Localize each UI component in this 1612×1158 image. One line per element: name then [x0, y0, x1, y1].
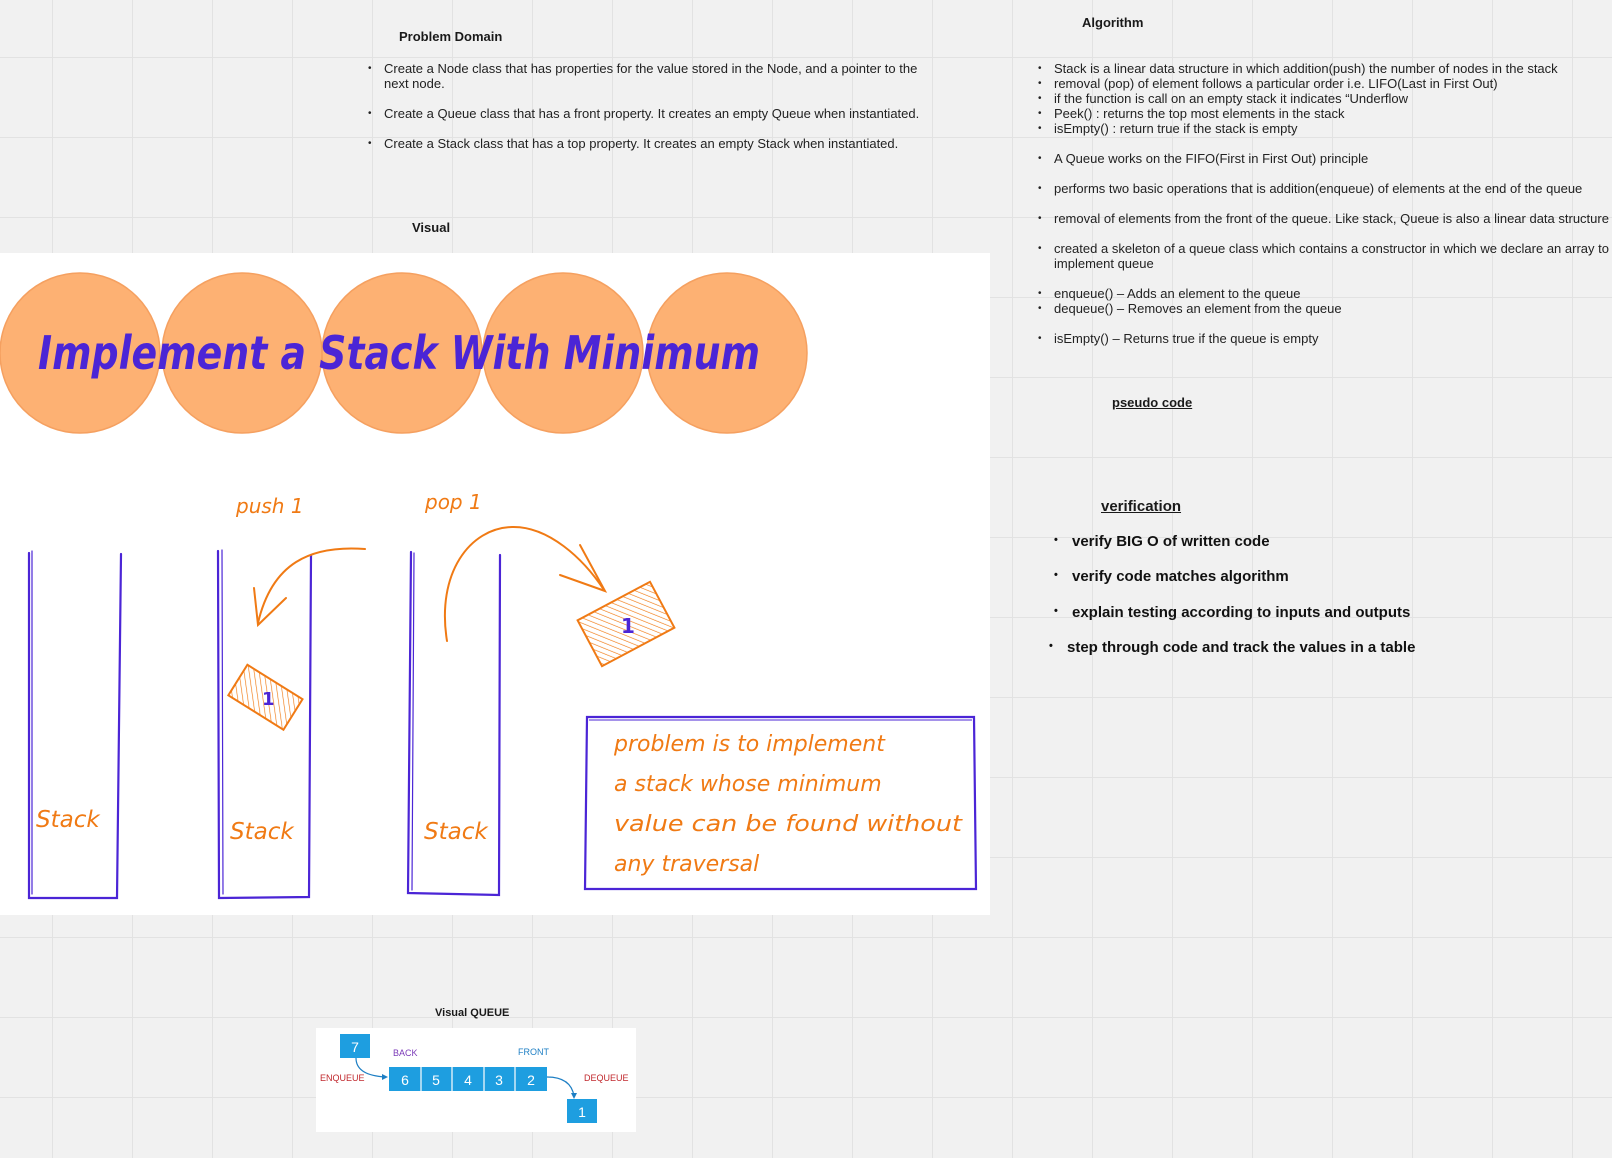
list-item: Create a Node class that has properties …: [368, 61, 928, 91]
pseudo-code-heading: pseudo code: [1112, 395, 1193, 410]
note-line: a stack whose minimum: [614, 772, 882, 797]
title-circle: [321, 272, 483, 434]
queue-incoming-value: 7: [351, 1039, 359, 1055]
queue-cell-value: 2: [527, 1072, 535, 1088]
note-line: problem is to implement: [613, 732, 886, 757]
stack-label: Stack: [230, 819, 295, 845]
stack-sketch: Implement a Stack With Minimum Stack Sta…: [0, 272, 978, 900]
stack-container: [216, 549, 313, 900]
list-item: Create a Stack class that has a top prop…: [368, 136, 928, 151]
list-item: Peek() : returns the top most elements i…: [1038, 106, 1610, 121]
list-item: removal of elements from the front of th…: [1038, 211, 1610, 226]
list-item: Create a Queue class that has a front pr…: [368, 106, 928, 121]
list-item: verify BIG O of written code: [1054, 533, 1270, 550]
stack-label: Stack: [424, 819, 489, 845]
list-item: isEmpty() – Returns true if the queue is…: [1038, 331, 1610, 346]
queue-outgoing-value: 1: [578, 1104, 586, 1120]
algorithm-heading: Algorithm: [1082, 15, 1144, 30]
list-item: created a skeleton of a queue class whic…: [1038, 241, 1610, 271]
queue-cell-value: 5: [432, 1072, 440, 1088]
algorithm-list: Stack is a linear data structure in whic…: [1038, 61, 1610, 346]
pop-label: pop 1: [424, 490, 482, 514]
list-item: if the function is call on an empty stac…: [1038, 91, 1610, 106]
queue-diagram: 7 ENQUEUE BACK FRONT DEQUEUE 6 5 4: [320, 1034, 629, 1123]
list-item: verify code matches algorithm: [1054, 568, 1289, 585]
stack-container: [27, 551, 123, 900]
list-item: dequeue() – Removes an element from the …: [1038, 301, 1610, 316]
queue-cell-value: 3: [495, 1072, 503, 1088]
list-item: removal (pop) of element follows a parti…: [1038, 76, 1610, 91]
list-item: enqueue() – Adds an element to the queue: [1038, 286, 1610, 301]
stack-label: Stack: [36, 807, 101, 833]
visual-queue-heading: Visual QUEUE: [435, 1007, 510, 1019]
queue-outgoing-cell: [567, 1099, 597, 1123]
popped-item: 1: [576, 580, 676, 668]
problem-note: problem is to implement a stack whose mi…: [583, 715, 978, 891]
title-circle: [0, 272, 161, 434]
list-item: isEmpty() : return true if the stack is …: [1038, 121, 1610, 136]
problem-domain-list: Create a Node class that has properties …: [368, 61, 928, 151]
stack-container: [406, 550, 502, 897]
visual-panel: Implement a Stack With Minimum Stack Sta…: [0, 253, 990, 915]
item-value: 1: [621, 614, 635, 638]
queue-cell-value: 6: [401, 1072, 409, 1088]
visual-title: Implement a Stack With Minimum: [38, 326, 760, 380]
queue-incoming-cell: [340, 1034, 370, 1058]
pop-arrow: [443, 525, 608, 642]
queue-cell: [421, 1067, 452, 1091]
title-circle: [646, 272, 808, 434]
queue-panel: 7 ENQUEUE BACK FRONT DEQUEUE 6 5 4: [316, 1028, 636, 1132]
enqueue-label: ENQUEUE: [320, 1073, 365, 1083]
queue-cell: [484, 1067, 515, 1091]
note-line: value can be found without: [614, 812, 964, 837]
list-item: Stack is a linear data structure in whic…: [1038, 61, 1610, 76]
problem-domain-heading: Problem Domain: [399, 29, 503, 44]
title-circle: [482, 272, 644, 434]
queue-cell: [515, 1067, 547, 1091]
verification-heading: verification: [1101, 498, 1182, 515]
enqueue-arrow: [355, 1057, 387, 1078]
push-arrow: [253, 547, 366, 628]
dequeue-arrow: [546, 1076, 575, 1097]
dequeue-label: DEQUEUE: [584, 1073, 629, 1083]
queue-cell: [389, 1067, 421, 1091]
front-label: FRONT: [518, 1047, 549, 1057]
queue-cell-value: 4: [464, 1072, 472, 1088]
list-item: performs two basic operations that is ad…: [1038, 181, 1610, 196]
back-label: BACK: [393, 1048, 418, 1058]
item-value: 1: [262, 689, 275, 710]
list-item: step through code and track the values i…: [1049, 639, 1415, 656]
push-label: push 1: [235, 494, 304, 518]
list-item: A Queue works on the FIFO(First in First…: [1038, 151, 1610, 166]
visual-heading: Visual: [412, 220, 451, 235]
pushed-item: 1: [226, 663, 304, 732]
list-item: explain testing according to inputs and …: [1054, 604, 1410, 621]
note-line: any traversal: [614, 852, 759, 877]
queue-cell: [452, 1067, 484, 1091]
